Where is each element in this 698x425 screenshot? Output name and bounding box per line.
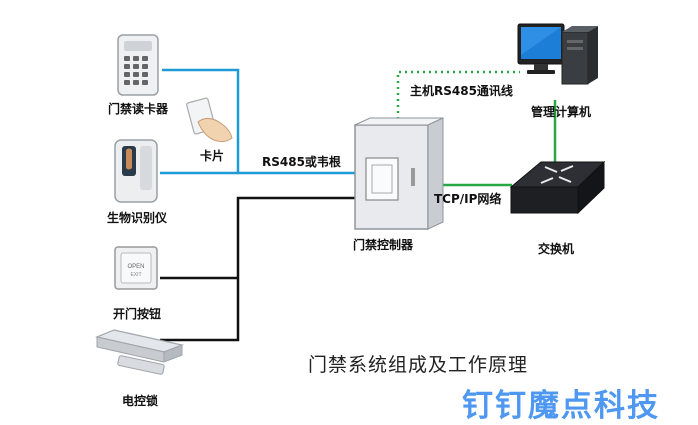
computer-device <box>517 23 598 85</box>
electric-lock-label: 电控锁 <box>122 394 159 408</box>
electric-lock-device <box>95 329 185 375</box>
switch-device <box>509 160 606 215</box>
host-rs485-label: 主机RS485通讯线 <box>410 84 513 98</box>
exit-button-exit-text: EXIT <box>130 272 141 278</box>
exit-button-label: 开门按钮 <box>113 307 162 321</box>
card-icon <box>186 97 233 143</box>
card-reader-label: 门禁读卡器 <box>108 102 169 116</box>
controller-label: 门禁控制器 <box>353 238 414 252</box>
diagram-title: 门禁系统组成及工作原理 <box>308 354 529 376</box>
exit-button-device: OPEN EXIT <box>114 246 158 290</box>
connection-lines <box>160 68 557 342</box>
wire-lock <box>160 196 360 342</box>
rs485-line-reader <box>162 68 360 175</box>
computer-label: 管理计算机 <box>531 105 592 119</box>
watermark-text: 钉钉魔点科技 <box>462 388 660 424</box>
biometric-device <box>114 139 158 203</box>
card-label: 卡片 <box>200 149 225 163</box>
controller-device <box>354 117 444 230</box>
biometric-label: 生物识别仪 <box>107 211 168 225</box>
tcpip-label: TCP/IP网络 <box>434 192 502 206</box>
exit-button-open-text: OPEN <box>127 264 144 270</box>
card-reader-device <box>117 34 159 96</box>
rs485-wiegand-label: RS485或韦根 <box>262 155 341 169</box>
switch-label: 交换机 <box>538 242 575 256</box>
